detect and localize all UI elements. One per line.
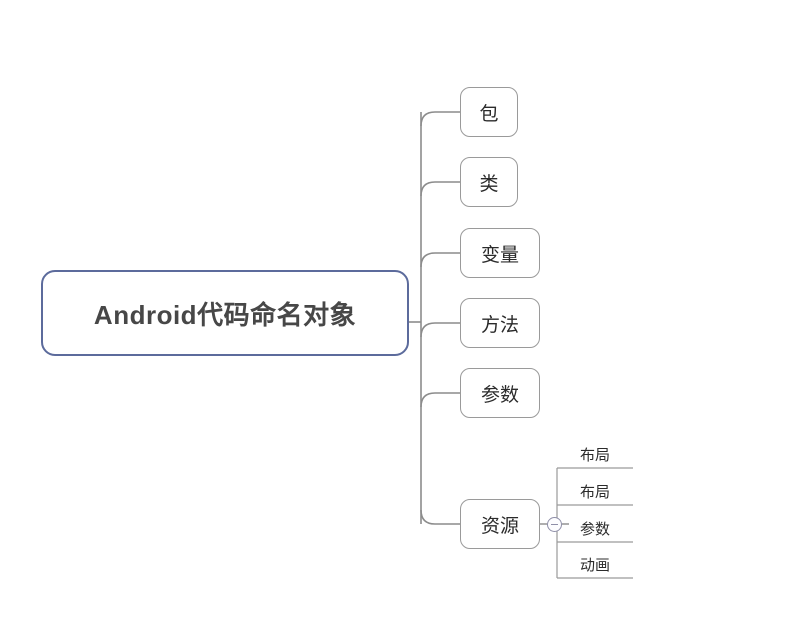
branch-node-canshu[interactable]: 参数 [460,368,540,418]
branch-node-label: 方法 [480,314,519,336]
leaf-item-bujv-1[interactable]: 布局 [557,440,633,468]
branch-node-lei[interactable]: 类 [460,157,518,207]
leaf-item-bujv-2[interactable]: 布局 [557,477,633,505]
branch-node-bianliang[interactable]: 变量 [460,228,540,278]
branch-node-label: 参数 [480,384,519,406]
branch-node-label: 包 [479,103,499,125]
branch-node-ziyuan[interactable]: 资源 [460,499,540,549]
leaf-item-label: 动画 [579,556,610,574]
branch-node-fangfa[interactable]: 方法 [460,298,540,348]
leaf-item-donghua[interactable]: 动画 [557,550,633,578]
leaf-item-canshu[interactable]: 参数 [557,514,633,542]
collapse-toggle-icon[interactable] [547,517,562,532]
branch-node-label: 变量 [480,244,519,266]
branch-node-label: 资源 [480,515,519,537]
leaf-item-label: 布局 [579,483,610,501]
leaf-item-label: 参数 [579,520,610,538]
leaf-item-label: 布局 [579,446,610,464]
root-node-label: Android代码命名对象 [93,299,357,330]
branch-node-label: 类 [479,173,499,195]
branch-node-bao[interactable]: 包 [460,87,518,137]
root-node[interactable]: Android代码命名对象 [41,270,409,356]
